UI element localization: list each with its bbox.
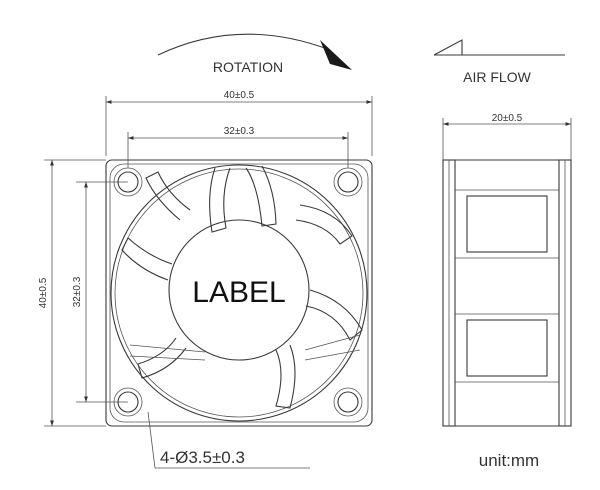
rotation-arrow-icon xyxy=(157,33,352,70)
mount-hole-leader xyxy=(147,411,310,469)
outer-height-dimension xyxy=(44,159,106,427)
hole-spacing-v-dimension xyxy=(76,181,128,403)
fan-housing xyxy=(105,159,373,427)
hole-spacing-h-label: 32±0.3 xyxy=(224,126,255,137)
mount-hole xyxy=(113,167,143,197)
mount-hole xyxy=(333,167,363,197)
front-view: 40±0.5 32±0.3 40±0.5 32±0.3 xyxy=(38,90,373,469)
unit-label: unit:mm xyxy=(479,451,539,470)
outer-width-label: 40±0.5 xyxy=(224,90,255,101)
fan-struts xyxy=(129,334,361,361)
fan-housing-inner-edge xyxy=(109,163,369,423)
mount-hole xyxy=(113,387,143,417)
airflow-label: AIR FLOW xyxy=(463,69,531,85)
hole-spacing-v-label: 32±0.3 xyxy=(72,276,83,307)
hole-spacing-h-dimension xyxy=(127,132,349,168)
side-motor-block-bottom xyxy=(466,319,548,377)
mount-hole xyxy=(333,387,363,417)
mount-hole-callout: 4-Ø3.5±0.3 xyxy=(160,448,245,467)
rotation-label: ROTATION xyxy=(213,59,283,75)
side-motor-block-top xyxy=(466,195,548,253)
fan-shroud-inner xyxy=(114,168,364,418)
outer-height-label: 40±0.5 xyxy=(38,277,49,308)
fan-shroud xyxy=(110,164,368,422)
side-view: 20±0.5 xyxy=(442,113,572,427)
fan-hub xyxy=(168,219,310,361)
depth-dimension xyxy=(442,118,572,160)
fan-blades xyxy=(121,165,363,409)
airflow-arrow-icon xyxy=(433,39,565,56)
depth-label: 20±0.5 xyxy=(492,113,523,124)
outer-width-dimension xyxy=(105,96,373,156)
hub-label: LABEL xyxy=(192,276,285,309)
